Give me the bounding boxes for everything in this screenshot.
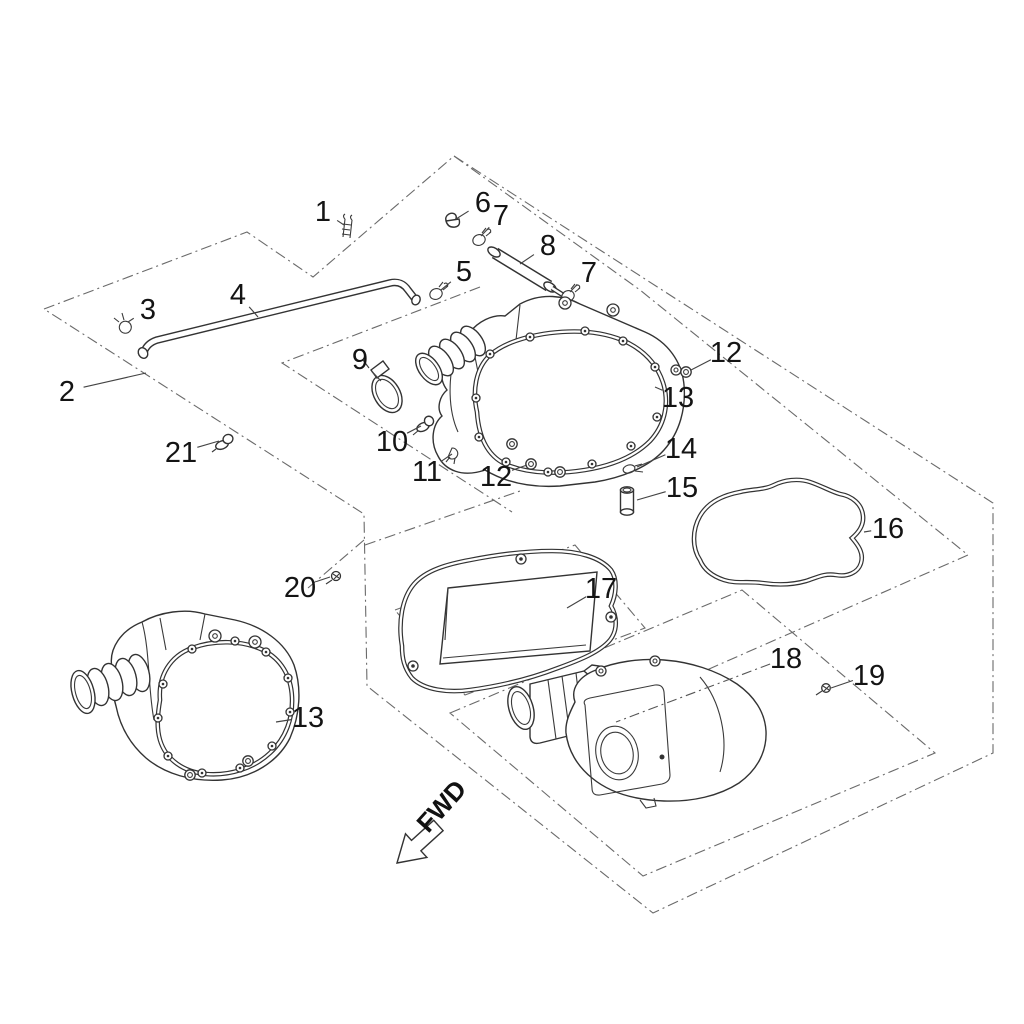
band-clamp <box>362 359 403 414</box>
callout-leader-17 <box>566 596 587 609</box>
grommet-12d <box>680 366 692 378</box>
hose-cap <box>445 212 461 228</box>
air-box-bolt-bosses <box>471 326 662 477</box>
pipe-clip-3 <box>113 312 132 334</box>
callout-leader-13 <box>654 386 663 391</box>
callout-label-6: 6 <box>475 187 491 219</box>
assembly-bolt-bosses <box>153 636 295 778</box>
air-cleaner-cover <box>565 655 767 809</box>
callout-leader-2 <box>83 372 147 388</box>
callout-label-11: 11 <box>412 456 442 488</box>
callout-label-13: 13 <box>662 382 694 414</box>
intake-snorkel <box>414 325 487 386</box>
bolt-21 <box>211 433 234 453</box>
callout-label-2: 2 <box>59 376 75 408</box>
assembly-feet <box>184 755 254 781</box>
callout-label-17: 17 <box>585 573 617 605</box>
drain-tube-15 <box>619 486 635 516</box>
callout-label-21: 21 <box>165 437 197 469</box>
callout-leader-9 <box>371 370 382 382</box>
callout-leader-8 <box>519 254 535 265</box>
grommet-12a <box>506 438 518 450</box>
wire-clip-11 <box>445 447 459 465</box>
callout-leader-11 <box>440 453 453 462</box>
air-box-mount-tabs <box>558 296 682 376</box>
screw-19 <box>815 683 831 696</box>
callout-leader-18 <box>615 663 771 723</box>
callout-leader-12 <box>511 464 528 471</box>
callout-label-1: 1 <box>315 196 331 228</box>
callout-label-19: 19 <box>853 660 885 692</box>
callout-leader-16 <box>863 530 872 533</box>
hose-clamp-5 <box>429 281 449 300</box>
callout-leader-6 <box>455 210 469 220</box>
air-box-assembly <box>70 610 300 782</box>
callout-label-14: 14 <box>665 433 697 465</box>
callout-leader-7 <box>480 226 490 237</box>
grommet-12c <box>554 466 566 478</box>
cover-gasket <box>691 477 866 587</box>
callout-label-12: 12 <box>480 461 512 493</box>
air-filter-element <box>398 548 619 694</box>
grommet-12b <box>525 458 537 470</box>
vent-hose <box>487 246 565 298</box>
callout-label-5: 5 <box>456 256 472 288</box>
callout-label-4: 4 <box>230 279 246 311</box>
callout-leader-21 <box>197 440 220 448</box>
hose-clamp-7a <box>472 227 492 246</box>
callout-leader-10 <box>406 425 422 434</box>
callout-label-3: 3 <box>140 294 156 326</box>
callout-leader-13 <box>275 719 292 723</box>
callout-label-15: 15 <box>666 472 698 504</box>
callout-label-9: 9 <box>352 344 368 376</box>
callout-label-13: 13 <box>292 702 324 734</box>
callout-label-12: 12 <box>710 337 742 369</box>
callout-leader-15 <box>636 491 666 501</box>
clip-1 <box>341 213 353 239</box>
callout-label-16: 16 <box>872 513 904 545</box>
callout-leader-19 <box>830 679 854 689</box>
callout-label-18: 18 <box>770 643 802 675</box>
callout-label-20: 20 <box>284 572 316 604</box>
air-box-housing <box>414 295 686 488</box>
callout-leader-4 <box>248 306 259 318</box>
callout-leader-3 <box>127 317 135 323</box>
assembly-snorkel <box>70 653 151 715</box>
flange-bolt-10 <box>412 415 435 436</box>
screw-20 <box>325 570 342 585</box>
callout-leader-7 <box>569 283 578 293</box>
callout-label-10: 10 <box>376 426 408 458</box>
filter-bosses <box>407 553 617 672</box>
callout-label-7: 7 <box>493 200 509 232</box>
callout-label-7: 7 <box>581 257 597 289</box>
callout-leader-1 <box>336 219 345 226</box>
fwd-direction-arrow: FWD <box>396 774 472 864</box>
callout-leader-14 <box>636 454 666 468</box>
callout-leader-12 <box>690 359 712 371</box>
callout-label-8: 8 <box>540 230 556 262</box>
callout-leader-20 <box>315 576 331 583</box>
callout-leader-5 <box>440 281 452 291</box>
drain-clip-14 <box>622 463 644 474</box>
breather-pipe <box>137 278 421 359</box>
